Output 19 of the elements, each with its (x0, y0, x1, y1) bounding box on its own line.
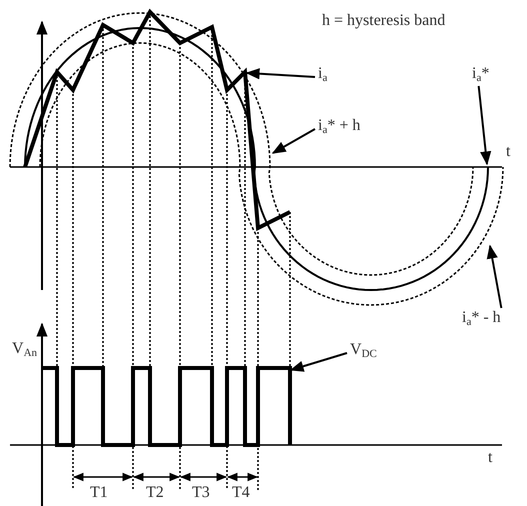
curve-label: i$_{a}$* (472, 66, 490, 84)
curve-label: i$_{a}$ (318, 66, 328, 84)
legend-note: h = hysteresis band (322, 13, 446, 29)
axis-label: t (488, 450, 492, 466)
interval-label: T1 (90, 485, 108, 501)
interval-label: T3 (192, 485, 210, 501)
curve-label: i$_{a}$* + h (318, 118, 360, 136)
curve-label: i$_{a}$* - h (462, 310, 501, 328)
leader-line (478, 86, 492, 166)
interval-label: T2 (146, 485, 164, 501)
leader-line (246, 68, 316, 80)
leader-line (486, 244, 502, 308)
axis-label: V$_{An}$ (12, 341, 38, 359)
axis-label: t (506, 144, 510, 160)
leader-line (272, 128, 316, 154)
interval-label: T4 (232, 485, 250, 501)
voltage-pulse-waveform (42, 366, 292, 447)
curve-label: V$_{DC}$ (350, 342, 377, 360)
leader-line (290, 352, 348, 372)
